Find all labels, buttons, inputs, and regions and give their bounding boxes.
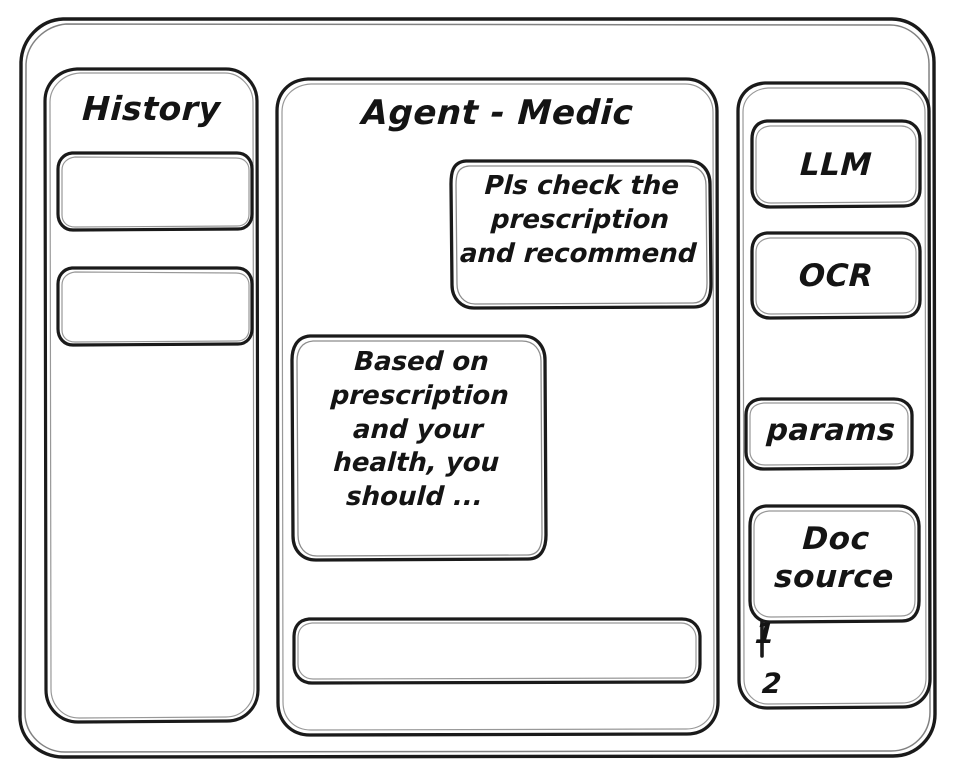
- user-bubble-stroke: [449, 159, 713, 310]
- tool-button-llm-stroke: [750, 119, 922, 209]
- message-input[interactable]: [294, 618, 701, 684]
- history-panel-title: History: [81, 89, 222, 128]
- history-item-2-stroke: [56, 266, 254, 347]
- tools-panel-stroke: [736, 81, 932, 710]
- history-item-1-stroke: [56, 151, 254, 232]
- agent-panel-stroke: [275, 77, 720, 737]
- doc-source-item-1[interactable]: 1: [754, 617, 776, 650]
- history-item-1[interactable]: [58, 152, 253, 231]
- assistant-bubble-stroke: [290, 334, 548, 562]
- tool-button-params-label: params: [765, 413, 897, 448]
- tool-button-params-stroke: [744, 397, 914, 471]
- user-message-bubble: Pls check the prescription and recommend: [459, 171, 698, 269]
- history-panel-stroke: [43, 67, 260, 724]
- history-item-2[interactable]: [58, 267, 253, 346]
- tool-button-ocr-stroke: [750, 231, 922, 320]
- doc-source-item-2[interactable]: 2: [761, 667, 783, 700]
- window-frame-stroke: [18, 17, 937, 759]
- composer-stroke: [292, 617, 702, 685]
- tool-button-ocr-label: OCR: [797, 258, 875, 294]
- tool-button-doc-source-label: Doc source: [773, 521, 895, 595]
- agent-panel-title: Agent - Medic: [360, 93, 635, 133]
- tool-button-doc-source-stroke: [748, 504, 921, 624]
- assistant-message-bubble: Based on prescription and your health, y…: [330, 347, 510, 513]
- tool-button-llm-label: LLM: [799, 147, 873, 183]
